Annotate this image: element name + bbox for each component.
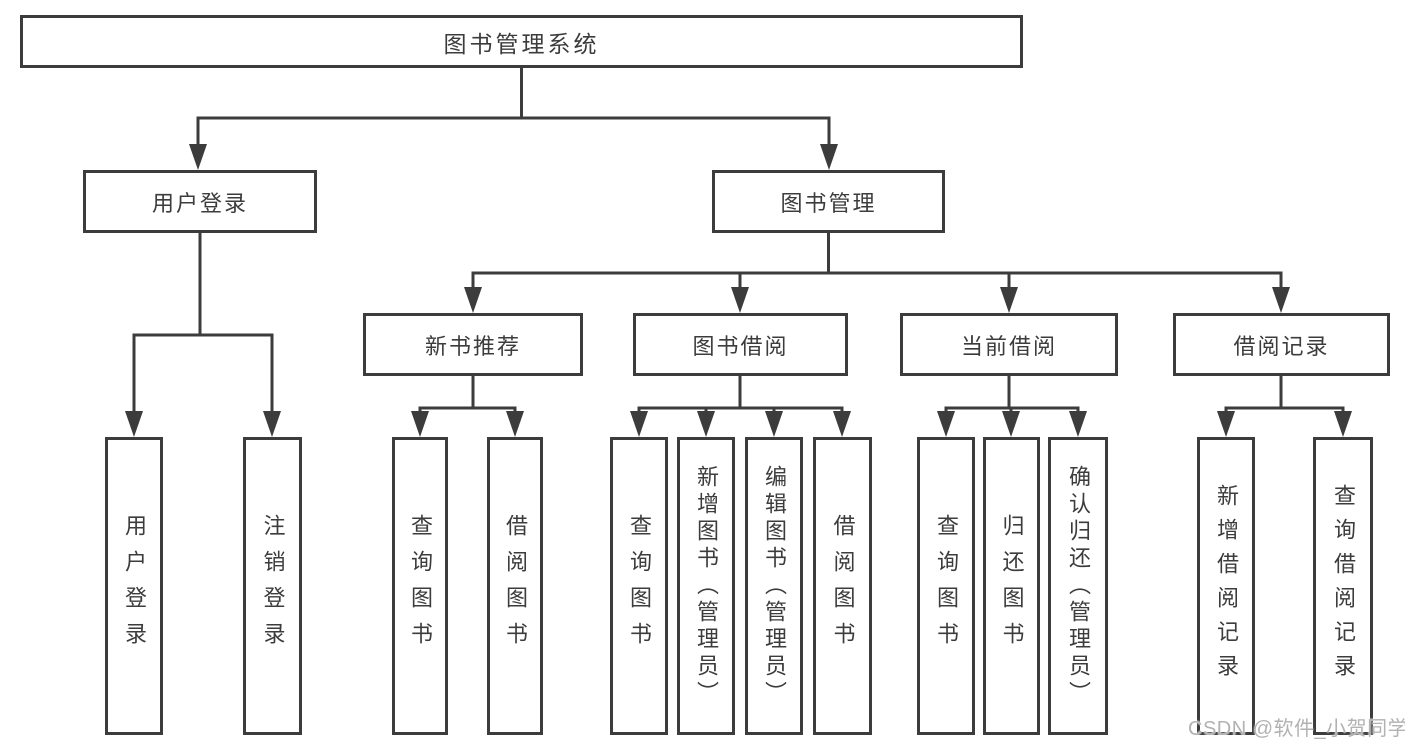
node-label: 查询借阅记录 <box>1331 484 1356 688</box>
node-label: 借阅图书 <box>830 514 856 658</box>
watermark-text: CSDN @软件_小贺同学 <box>1188 718 1405 740</box>
connector-root-to-level1 <box>196 66 831 148</box>
arrow-icon <box>820 144 838 170</box>
node-query-books-current: 查询图书 <box>917 437 975 735</box>
node-book-borrow: 图书借阅 <box>633 313 848 376</box>
arrow-icon <box>125 411 143 437</box>
node-label: 图书管理 <box>780 190 877 216</box>
node-return-books: 归还图书 <box>983 437 1040 735</box>
node-label: 图书借阅 <box>692 333 789 359</box>
node-label: 借阅图书 <box>503 514 528 658</box>
node-borrow-records: 借阅记录 <box>1173 313 1390 376</box>
node-label: 用户登录 <box>122 514 147 658</box>
node-label: 新增图书（管理员） <box>694 464 719 708</box>
arrow-icon <box>1334 411 1352 437</box>
node-label: 编辑图书（管理员） <box>762 464 787 708</box>
node-edit-books-admin: 编辑图书（管理员） <box>745 437 803 735</box>
arrow-icon <box>464 287 482 313</box>
node-label: 确认归还（管理员） <box>1066 464 1091 708</box>
node-label: 新增借阅记录 <box>1214 484 1239 688</box>
node-new-book-recommend: 新书推荐 <box>363 313 583 376</box>
node-current-borrow: 当前借阅 <box>900 313 1118 376</box>
arrow-icon <box>833 411 851 437</box>
node-label: 图书管理系统 <box>443 30 600 57</box>
arrowheads <box>125 144 1352 437</box>
node-user-login-leaf: 用户登录 <box>105 437 163 735</box>
node-label: 借阅记录 <box>1233 333 1330 359</box>
arrow-icon <box>1217 411 1235 437</box>
arrow-icon <box>506 411 524 437</box>
node-label: 当前借阅 <box>960 333 1057 359</box>
node-query-borrow-record: 查询借阅记录 <box>1313 437 1373 735</box>
arrow-icon <box>411 411 429 437</box>
arrow-icon <box>263 411 281 437</box>
node-query-books-borrow: 查询图书 <box>610 437 668 735</box>
node-label: 注销登录 <box>260 514 286 658</box>
connector-book-borrow-children <box>637 374 844 416</box>
arrow-icon <box>1069 411 1087 437</box>
arrow-icon <box>630 411 648 437</box>
node-logout-leaf: 注销登录 <box>243 437 302 735</box>
node-borrow-books-recommend: 借阅图书 <box>487 437 543 735</box>
connector-borrow-records-children <box>1224 374 1345 416</box>
arrow-icon <box>1000 287 1018 313</box>
node-label: 新书推荐 <box>424 333 521 359</box>
connector-user-login-children <box>132 231 274 415</box>
connector-book-management-children <box>471 231 1283 291</box>
node-label: 用户登录 <box>151 190 248 216</box>
connector-new-book-recommend-children <box>418 374 517 416</box>
node-label: 查询图书 <box>627 514 652 658</box>
node-query-books-recommend: 查询图书 <box>392 437 448 735</box>
arrow-icon <box>1002 411 1020 437</box>
arrow-icon <box>189 144 207 170</box>
arrow-icon <box>765 411 783 437</box>
node-confirm-return-admin: 确认归还（管理员） <box>1048 437 1108 735</box>
node-library-management-system: 图书管理系统 <box>20 15 1023 68</box>
node-label: 查询图书 <box>408 514 433 658</box>
node-add-borrow-record: 新增借阅记录 <box>1197 437 1255 735</box>
connector-current-borrow-children <box>944 374 1080 416</box>
node-label: 归还图书 <box>999 514 1025 658</box>
node-book-management: 图书管理 <box>712 170 945 233</box>
node-label: 查询图书 <box>934 514 959 658</box>
node-add-books-admin: 新增图书（管理员） <box>677 437 735 735</box>
arrow-icon <box>1272 287 1290 313</box>
arrow-icon <box>937 411 955 437</box>
node-borrow-books-leaf: 借阅图书 <box>813 437 872 735</box>
node-user-login: 用户登录 <box>83 170 317 233</box>
arrow-icon <box>731 287 749 313</box>
arrow-icon <box>697 411 715 437</box>
